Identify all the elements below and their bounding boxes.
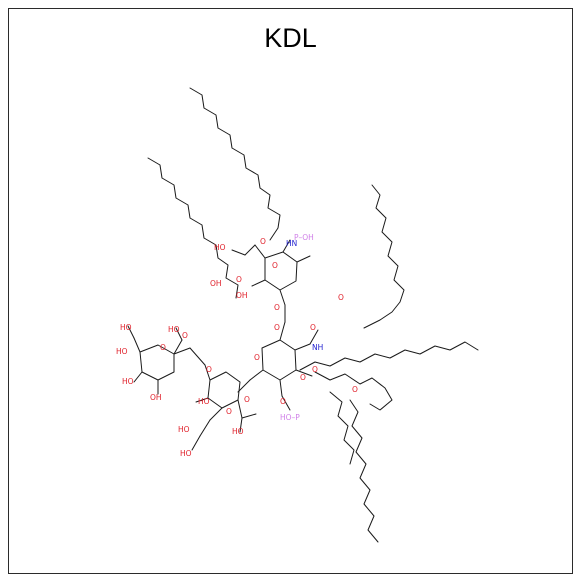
atom-label-phosphate-bottom: HO–P <box>280 413 300 422</box>
atom-label-oxygen: O <box>160 343 166 352</box>
atom-label-oxygen: O <box>274 323 280 332</box>
acyl-chain-left <box>147 157 239 299</box>
atom-label-oxygen: O <box>206 365 212 374</box>
acyl-chain-far-right <box>299 341 479 371</box>
atom-label-oxygen: O <box>352 385 358 394</box>
atom-label-hydroxyl: HO <box>168 325 180 334</box>
atom-label-amide-n: NH <box>312 343 323 352</box>
atom-label-oxygen: O <box>312 365 318 374</box>
atom-label-oxygen: O <box>310 323 316 332</box>
atom-label-oxygen: O <box>182 331 188 340</box>
atom-label-hydroxyl: OH <box>150 393 162 402</box>
acyl-chain-top <box>189 87 281 241</box>
atom-label-oxygen: O <box>260 237 266 246</box>
atom-label-hydroxyl: HO <box>178 425 190 434</box>
image-frame: KDL <box>8 8 573 574</box>
atom-label-oxygen: O <box>244 395 250 404</box>
acyl-chain-lower-mid <box>329 391 355 465</box>
atom-label-oxygen: O <box>300 373 306 382</box>
atom-label-hydroxyl: HO <box>180 449 192 458</box>
sugar-ring-upper <box>264 251 298 291</box>
atom-label-phosphate-top: P–OH <box>294 233 314 242</box>
atom-label-hydroxyl: OH <box>236 291 248 300</box>
atom-label-oxygen: O <box>338 293 344 302</box>
atom-label-hydroxyl: HO <box>120 323 132 332</box>
atom-label-hydroxyl: OH <box>210 279 222 288</box>
atom-label-hydroxyl: HO <box>116 347 128 356</box>
atom-labels: HO O HN P–OH O O OH OH O O O O NH O O O … <box>116 233 358 458</box>
acyl-chain-right-upper <box>363 184 405 329</box>
kdo-ring-middle <box>207 371 241 409</box>
atom-label-hydroxyl: HO <box>232 427 244 436</box>
atom-label-oxygen: O <box>274 303 280 312</box>
bond-lines <box>127 87 479 543</box>
atom-label-hydroxyl: HO <box>198 397 210 406</box>
acyl-chain-lower-right <box>349 399 379 543</box>
acyl-chain-middle <box>314 371 393 411</box>
sugar-ring-lower <box>261 339 297 381</box>
atom-label-oxygen: O <box>236 275 242 284</box>
molecule-title: KDL <box>264 23 317 53</box>
atom-label-oxygen: O <box>272 261 278 270</box>
atom-label-oxygen: O <box>280 397 286 406</box>
atom-label-oxygen: O <box>226 407 232 416</box>
atom-label-hydroxyl: HO <box>122 377 134 386</box>
kdo-ring-left <box>139 344 175 381</box>
atom-label-amide-n: HN <box>286 239 297 248</box>
atom-label-hydroxyl: HO <box>214 243 226 252</box>
atom-label-oxygen: O <box>254 353 260 362</box>
